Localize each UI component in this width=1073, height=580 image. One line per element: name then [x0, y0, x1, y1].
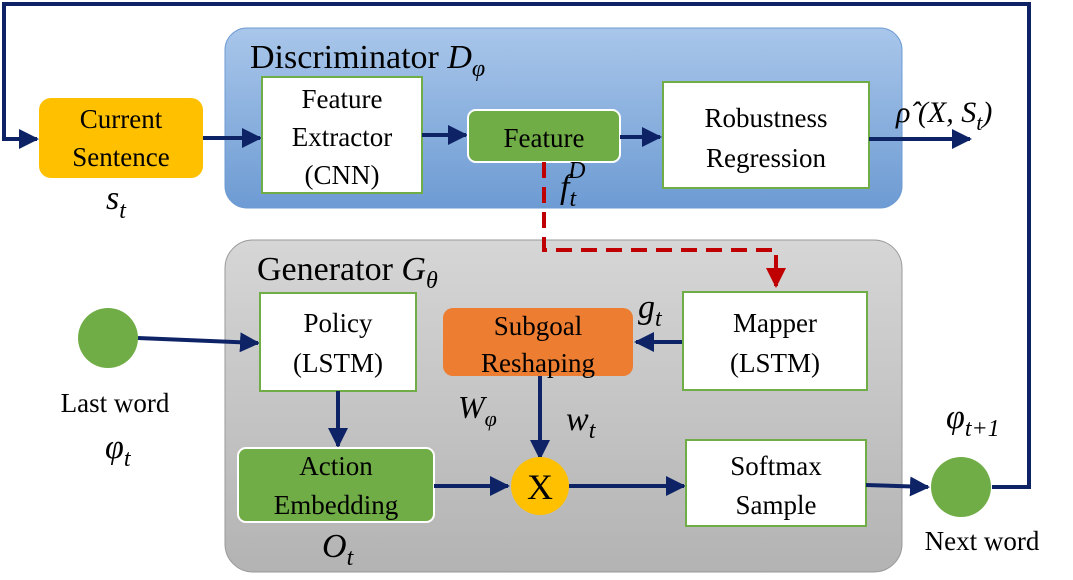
feature-extractor-line1: Feature [302, 84, 383, 114]
arrow-softmax-to-nextword [865, 476, 930, 497]
current-sentence-line1: Current [80, 104, 163, 134]
dashed-feature-to-mapper [542, 162, 786, 288]
robustness-regression-node [662, 81, 870, 189]
mapper-node [682, 291, 868, 391]
multiply-label: X [527, 467, 553, 507]
rho-hat-label: ρ̂ (X, St) [895, 96, 992, 135]
current-sentence-node [39, 98, 203, 178]
robustness-line1: Robustness [704, 103, 827, 133]
subgoal-line2: Reshaping [481, 348, 595, 378]
feature-label: Feature [504, 123, 585, 153]
subgoal-line1: Subgoal [494, 311, 583, 341]
generator-title: Generator Gθ [257, 251, 438, 294]
feature-extractor-line2: Extractor [292, 122, 392, 152]
g-t-label: gt [638, 289, 663, 332]
feature-extractor-node [261, 76, 423, 194]
feedback-loop-line [2, 2, 1031, 489]
mapper-line2: (LSTM) [730, 348, 820, 378]
last-word-circle [78, 308, 138, 368]
action-embedding-line2: Embedding [274, 490, 398, 520]
next-word-label: Next word [925, 526, 1040, 556]
w-phi-label: Wφ [458, 389, 497, 431]
s-t-label: st [106, 180, 127, 224]
next-word-circle [931, 457, 991, 517]
w-t-label: wt [566, 401, 597, 444]
policy-node [259, 292, 417, 392]
policy-line1: Policy [303, 308, 373, 338]
multiply-node [511, 457, 569, 515]
o-t-label: Ot [322, 528, 355, 571]
discriminator-title: Discriminator Dφ [250, 39, 485, 82]
current-sentence-line2: Sentence [72, 142, 169, 172]
subgoal-reshaping-node [443, 308, 633, 376]
softmax-line2: Sample [736, 490, 817, 520]
action-embedding-line1: Action [299, 451, 373, 481]
arrow-lastword-to-policy [137, 332, 260, 353]
f-t-d-label: ftD [560, 158, 585, 212]
last-word-label: Last word [61, 388, 170, 418]
mapper-line1: Mapper [733, 308, 817, 338]
softmax-line1: Softmax [730, 451, 822, 481]
policy-line2: (LSTM) [293, 348, 383, 378]
phi-t1-label: φt+1 [946, 399, 1000, 442]
phi-t-label: φt [105, 429, 132, 472]
robustness-line2: Regression [706, 143, 826, 173]
feature-extractor-line3: (CNN) [305, 160, 380, 190]
softmax-sample-node [685, 439, 867, 527]
